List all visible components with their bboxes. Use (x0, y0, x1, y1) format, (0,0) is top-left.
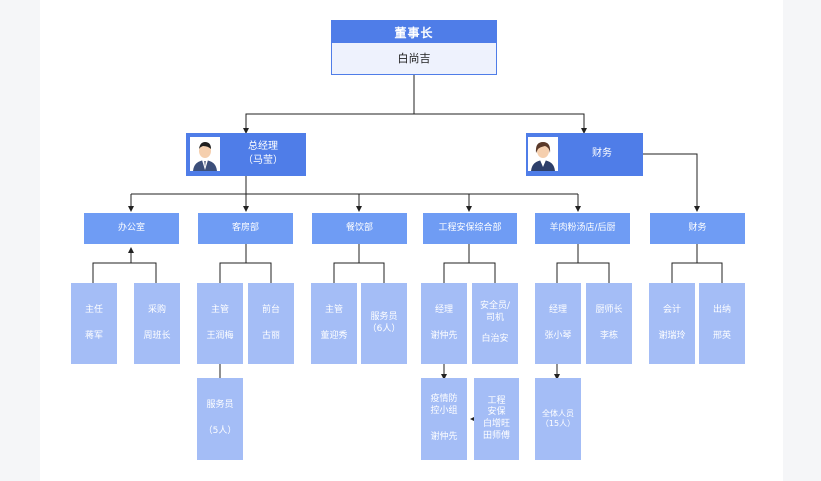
staff-fin-accountant: 会计 谢瑞玲 (649, 283, 695, 364)
staff-room-front-desk: 前台 古丽 (248, 283, 294, 364)
role-label-2: 控小组 (430, 406, 458, 417)
person-name: 邢英 (712, 330, 731, 341)
chairman-name: 白尚吉 (397, 52, 431, 65)
person-name: （5人） (203, 426, 237, 436)
chairman-box: 董事长 白尚吉 (331, 20, 497, 75)
male-avatar-icon (190, 137, 220, 171)
role-label: 前台 (261, 304, 280, 315)
role-label: 经理 (548, 304, 567, 315)
person-name: 白增旺 (482, 419, 510, 429)
role-label: 全体人员 (542, 408, 574, 418)
person-name: 周班长 (143, 330, 171, 341)
staff-office-director: 主任 蒋军 (71, 283, 117, 364)
role-label: 服务员 (206, 400, 234, 411)
staff-shop-manager: 经理 张小琴 (535, 283, 581, 364)
role-label: 疫情防 (430, 394, 458, 405)
staff-room-attendants: 服务员 （5人） (197, 378, 243, 460)
role-label: 主管 (324, 304, 343, 315)
right-margin (783, 0, 821, 481)
staff-room-supervisor: 主管 王润梅 (197, 283, 243, 364)
staff-eng-safety: 安全员/ 司机 白治安 (472, 283, 518, 364)
staff-dining-supervisor: 主管 董迎秀 (311, 283, 357, 364)
person-name-2: 田师傅 (482, 430, 510, 441)
general-manager-name: （马莹） (243, 155, 283, 166)
role-label: 出纳 (712, 304, 731, 315)
role-label: 主任 (84, 304, 103, 315)
dept-mutton-shop: 羊肉粉汤店/后厨 (535, 213, 630, 244)
general-manager-label: 总经理 （马莹） (232, 140, 294, 168)
dept-finance: 财务 (650, 213, 745, 244)
dept-dining: 餐饮部 (312, 213, 407, 244)
role-label: 会计 (662, 304, 681, 315)
role-label: 安全员/ (479, 300, 511, 311)
role-label: 经理 (434, 304, 453, 315)
person-name: （6人） (367, 323, 401, 334)
person-name: 蒋军 (84, 330, 103, 341)
person-name: 白治安 (481, 334, 509, 345)
staff-dining-attendants: 服务员 （6人） (361, 283, 407, 364)
role-label-2: 司机 (485, 312, 504, 323)
role-label-2: 安保 (487, 407, 506, 418)
role-label: 采购 (147, 304, 166, 315)
finance-head-title: 财务 (592, 148, 612, 159)
role-label: 工程 (487, 395, 506, 406)
staff-eng-epidemic: 疫情防 控小组 谢仲先 (421, 378, 467, 460)
role-label: 厨师长 (595, 304, 623, 315)
staff-office-purchasing: 采购 周班长 (134, 283, 180, 364)
person-name: 王润梅 (206, 330, 234, 341)
female-avatar-icon (528, 137, 558, 171)
staff-fin-cashier: 出纳 邢英 (699, 283, 745, 364)
person-name: （15人） (540, 419, 576, 428)
person-name: 古丽 (261, 330, 280, 341)
staff-shop-all: 全体人员 （15人） (535, 378, 581, 460)
dept-office: 办公室 (84, 213, 179, 244)
chairman-title: 董事长 (332, 21, 496, 43)
person-name: 董迎秀 (320, 330, 348, 341)
dept-rooms: 客房部 (198, 213, 293, 244)
staff-eng-manager: 经理 谢仲先 (421, 283, 467, 364)
staff-eng-security: 工程 安保 白增旺 田师傅 (474, 378, 519, 460)
role-label: 服务员 (370, 311, 398, 322)
general-manager-title: 总经理 (248, 141, 278, 152)
person-name: 谢瑞玲 (658, 330, 686, 341)
person-name: 李栋 (599, 330, 618, 341)
staff-shop-chef: 厨师长 李栋 (586, 283, 632, 364)
person-name: 谢仲先 (430, 330, 458, 341)
person-name: 张小琴 (544, 330, 572, 341)
role-label: 主管 (210, 304, 229, 315)
person-name: 谢仲先 (430, 431, 458, 442)
dept-engineering: 工程安保综合部 (423, 213, 517, 244)
left-margin (0, 0, 40, 481)
